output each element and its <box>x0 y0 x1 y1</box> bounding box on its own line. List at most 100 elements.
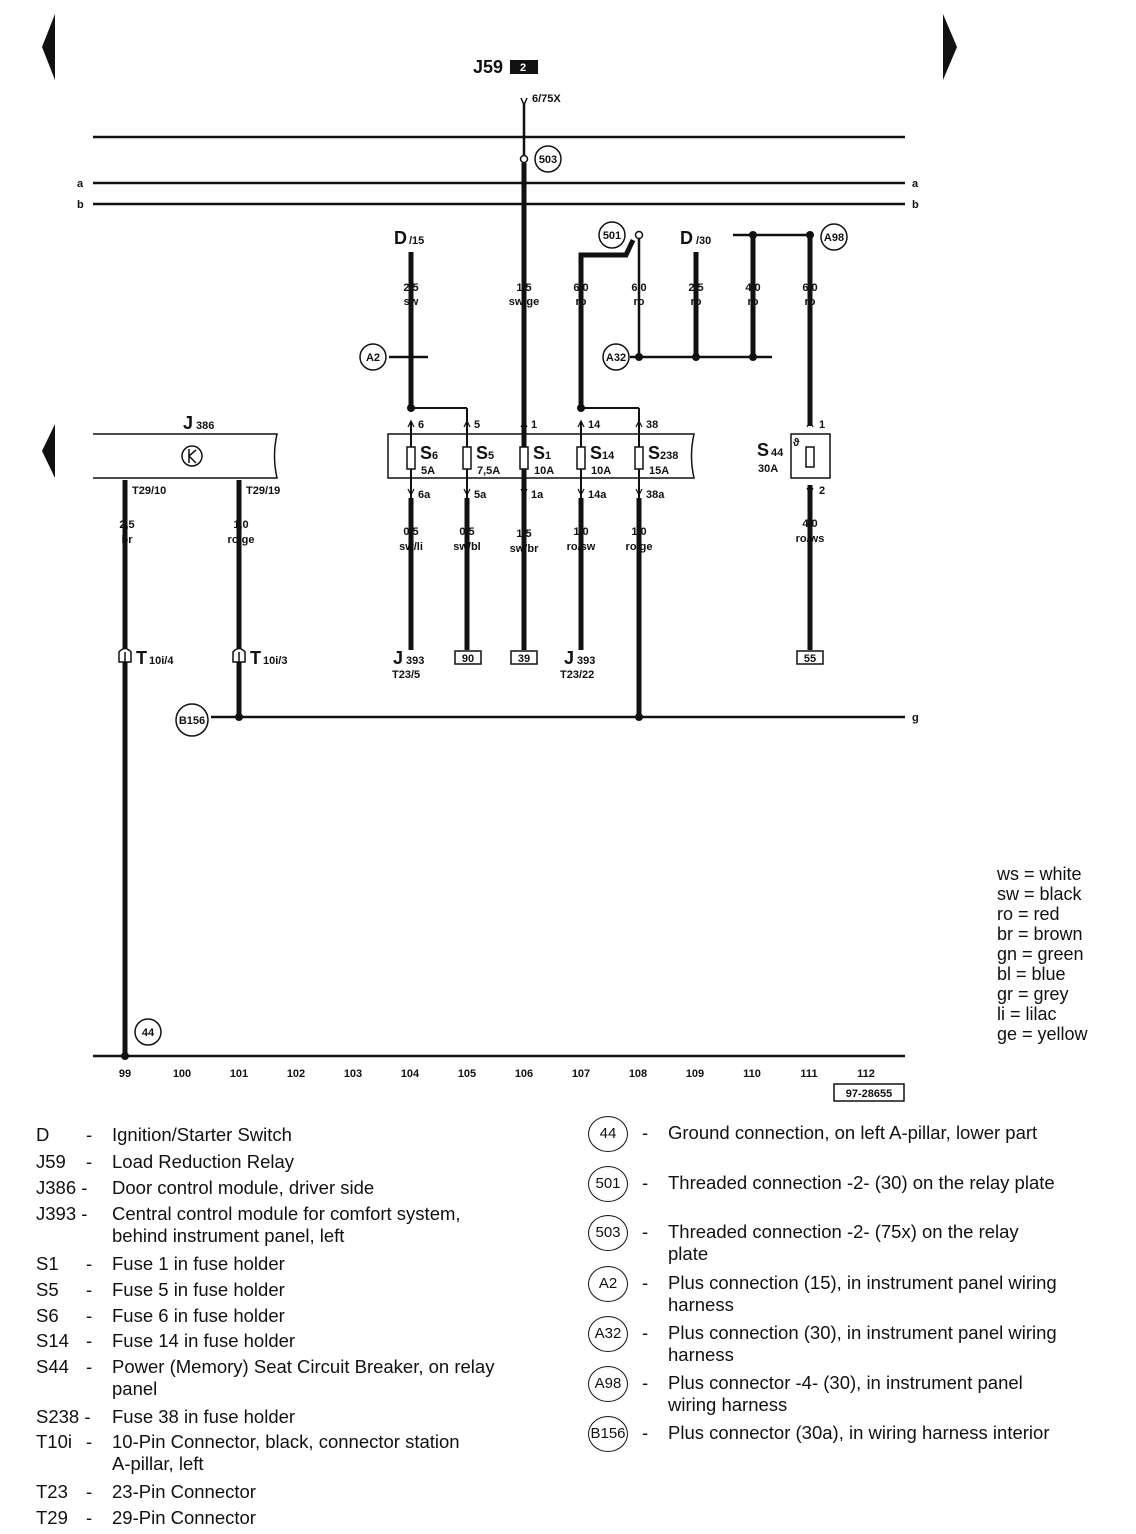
position-100: 100 <box>173 1068 191 1080</box>
fuse-out-pin: 1a <box>531 489 544 501</box>
svg-text:ro: ro <box>805 296 816 308</box>
legend-connector-icon: A2 <box>588 1266 628 1302</box>
connector-a2 <box>359 343 387 371</box>
t10-left-label: T <box>136 648 147 668</box>
fuse-sub: 1 <box>545 450 551 462</box>
connector-b156-label: B156 <box>179 715 205 727</box>
svg-text:sw/ge: sw/ge <box>509 296 540 308</box>
svg-text:1,0: 1,0 <box>631 526 646 538</box>
breaker-s44-label: S <box>757 440 769 460</box>
junction-107 <box>577 404 585 412</box>
relay-terminal: 6/75X <box>532 93 561 105</box>
fuse-name: S <box>533 443 545 463</box>
position-112: 112 <box>857 1068 875 1080</box>
module-continuation-arrow-icon[interactable] <box>42 424 55 478</box>
legend-code: J59 <box>36 1151 66 1172</box>
svg-text:sw: sw <box>404 296 419 308</box>
position-106: 106 <box>515 1068 533 1080</box>
switch-d30-label: D <box>680 228 693 248</box>
position-110: 110 <box>743 1068 761 1080</box>
breaker-s44-sub: 44 <box>771 447 784 459</box>
legend-code: T10i <box>36 1431 72 1452</box>
fuse-element <box>576 446 586 470</box>
legend-desc: Threaded connection -2- (75x) on the rel… <box>668 1221 1019 1264</box>
wire-label-107-bot: 1,0ro/sw <box>567 526 596 553</box>
module-j386-label: J <box>183 413 193 433</box>
ref-code-box <box>833 1083 905 1102</box>
legend-dash: - <box>642 1172 649 1193</box>
junction-a32-110 <box>749 353 757 361</box>
fuse-name: S <box>590 443 602 463</box>
fuse-rating: 10A <box>534 465 554 477</box>
end-box-55 <box>796 650 824 665</box>
svg-text:ro/ge: ro/ge <box>626 541 653 553</box>
breaker-pin-out: 2 <box>819 485 825 497</box>
legend-connector-icon: A32 <box>588 1316 628 1352</box>
junction-g-101 <box>235 713 243 721</box>
junction-g-108 <box>635 713 643 721</box>
svg-text:6,0: 6,0 <box>802 282 817 294</box>
end-j393a-pin: T23/5 <box>392 669 420 681</box>
legend-desc: Plus connection (30), in instrument pane… <box>668 1322 1057 1365</box>
color-key-row: ro = red <box>997 904 1060 924</box>
bus-b-right-label: b <box>912 199 919 211</box>
svg-text:1,5: 1,5 <box>516 282 531 294</box>
legend-dash: - <box>86 1356 93 1377</box>
position-103: 103 <box>344 1068 362 1080</box>
legend-code: S6 <box>36 1305 59 1326</box>
connector-a98-label: A98 <box>824 232 844 244</box>
svg-text:sw/br: sw/br <box>510 543 539 555</box>
legend-code: J386 - <box>36 1177 88 1198</box>
legend-desc: Ground connection, on left A-pillar, low… <box>668 1122 1038 1143</box>
legend-dash: - <box>86 1305 93 1326</box>
node-501 <box>634 230 644 240</box>
breaker-in-arrow <box>806 419 814 428</box>
breaker-s44-box <box>790 433 831 479</box>
module-pin-left: T29/10 <box>132 485 166 497</box>
ref-code: 97-28655 <box>846 1088 893 1100</box>
breaker-pin-in: 1 <box>819 419 825 431</box>
svg-text:ro: ro <box>634 296 645 308</box>
legend-desc: 23-Pin Connector <box>112 1481 256 1502</box>
wire-label-107-top: 6,0ro <box>573 282 588 308</box>
fuse-out-pin: 6a <box>418 489 431 501</box>
connector-501-label: 501 <box>603 230 621 242</box>
end-box-90 <box>454 650 482 665</box>
connector-503-label: 503 <box>539 154 557 166</box>
svg-text:2,5: 2,5 <box>688 282 703 294</box>
connector-503 <box>534 145 562 173</box>
color-key-row: li = lilac <box>997 1004 1057 1024</box>
legend-code: D <box>36 1124 50 1145</box>
junction-a32-108 <box>635 353 643 361</box>
fuse-in-pin: 6 <box>418 419 424 431</box>
legend-desc: Plus connector -4- (30), in instrument p… <box>668 1372 1023 1415</box>
legend-dash: - <box>642 1221 649 1242</box>
fuse-rating: 7,5A <box>477 465 500 477</box>
next-page-arrow-icon[interactable] <box>943 14 957 80</box>
legend-desc: Power (Memory) Seat Circuit Breaker, on … <box>112 1356 495 1399</box>
fuse-in-pin: 38 <box>646 419 658 431</box>
switch-d30-sub: /30 <box>696 235 711 247</box>
position-104: 104 <box>401 1068 420 1080</box>
legend-dash: - <box>642 1122 649 1143</box>
connector-44-label: 44 <box>142 1027 155 1039</box>
fuse-out-arrow <box>577 488 585 497</box>
prev-page-arrow-icon[interactable] <box>42 14 55 80</box>
legend-desc: Fuse 5 in fuse holder <box>112 1279 285 1300</box>
door-module-icon <box>181 445 203 467</box>
wire-label-105-bot: 0,5sw/bl <box>453 526 481 553</box>
legend-dash: - <box>642 1272 649 1293</box>
fuse-rating: 5A <box>421 465 435 477</box>
legend-dash: - <box>642 1422 649 1443</box>
connector-a32-label: A32 <box>606 352 626 364</box>
fuse-name: S <box>648 443 660 463</box>
legend-desc: Fuse 6 in fuse holder <box>112 1305 285 1326</box>
legend-code: S5 <box>36 1279 59 1300</box>
color-key-row: gr = grey <box>997 984 1069 1004</box>
position-107: 107 <box>572 1068 590 1080</box>
